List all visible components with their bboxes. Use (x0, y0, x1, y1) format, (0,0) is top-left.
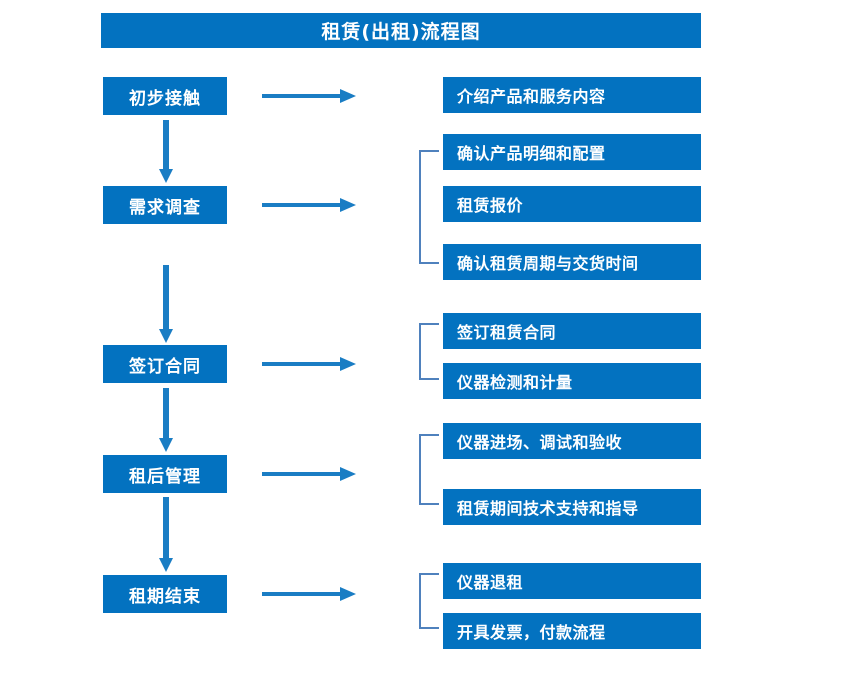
horizontal-arrow-2 (262, 198, 358, 212)
stage-box-lease-end[interactable]: 租期结束 (103, 575, 227, 613)
horizontal-arrow-3 (262, 357, 358, 371)
stage-box-initial-contact[interactable]: 初步接触 (103, 77, 227, 115)
detail-box-instrument-return[interactable]: 仪器退租 (443, 563, 701, 599)
detail-box-lease-quotation[interactable]: 租赁报价 (443, 186, 701, 222)
detail-box-invoice-payment[interactable]: 开具发票，付款流程 (443, 613, 701, 649)
detail-box-confirm-period[interactable]: 确认租赁周期与交货时间 (443, 244, 701, 280)
detail-box-technical-support[interactable]: 租赁期间技术支持和指导 (443, 489, 701, 525)
vertical-arrow-2 (159, 265, 173, 343)
vertical-arrow-4 (159, 497, 173, 572)
group-bracket-lease-end (419, 573, 439, 629)
group-bracket-post-lease-mgmt (419, 434, 439, 505)
horizontal-arrow-5 (262, 587, 358, 601)
vertical-arrow-1 (159, 120, 173, 183)
detail-box-instrument-testing[interactable]: 仪器检测和计量 (443, 363, 701, 399)
horizontal-arrow-1 (262, 89, 358, 103)
horizontal-arrow-4 (262, 467, 358, 481)
stage-box-demand-survey[interactable]: 需求调查 (103, 186, 227, 224)
detail-box-introduce-products[interactable]: 介绍产品和服务内容 (443, 77, 701, 113)
group-bracket-demand-survey (419, 150, 439, 264)
detail-box-confirm-spec[interactable]: 确认产品明细和配置 (443, 134, 701, 170)
stage-box-sign-contract[interactable]: 签订合同 (103, 345, 227, 383)
group-bracket-sign-contract (419, 323, 439, 380)
vertical-arrow-3 (159, 388, 173, 452)
detail-box-sign-lease-contract[interactable]: 签订租赁合同 (443, 313, 701, 349)
detail-box-instrument-entry[interactable]: 仪器进场、调试和验收 (443, 423, 701, 459)
page-title: 租赁(出租)流程图 (101, 13, 701, 48)
stage-box-post-lease-mgmt[interactable]: 租后管理 (103, 455, 227, 493)
